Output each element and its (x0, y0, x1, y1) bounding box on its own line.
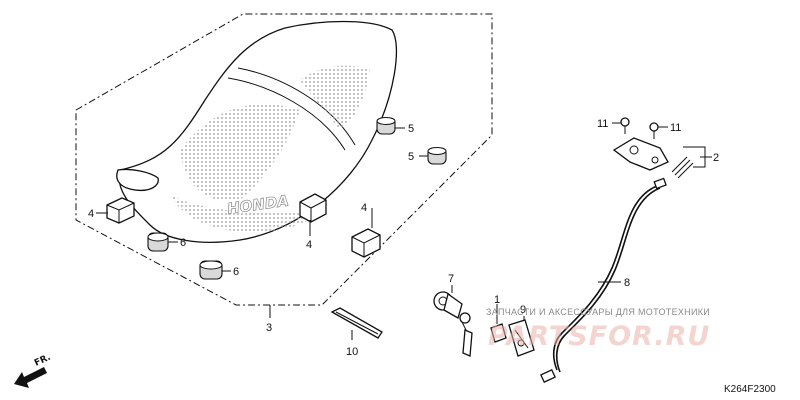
seat-assembly[interactable]: HONDA (116, 20, 398, 243)
callout-5-lower: 5 (408, 151, 414, 163)
callout-2: 2 (713, 152, 719, 164)
callout-11-right: 11 (670, 122, 681, 134)
seat-rubber-left[interactable] (106, 197, 135, 224)
seat-lock-cylinder[interactable] (433, 291, 473, 357)
bolt-left[interactable] (620, 117, 630, 134)
watermark-tagline: ЗАПЧАСТИ И АКСЕССУАРЫ ДЛЯ МОТОТЕХНИКИ (486, 307, 710, 317)
diagram-code: K264F2300 (724, 384, 776, 395)
lock-bracket[interactable] (508, 319, 535, 357)
callout-1: 1 (494, 294, 500, 306)
cushion-left-lower[interactable] (199, 260, 223, 280)
bolt-right[interactable] (649, 122, 659, 139)
watermark-brand: PARTSFOR.RU (488, 321, 710, 352)
callout-6-lower: 6 (233, 266, 239, 278)
callout-4-center: 4 (306, 239, 312, 251)
seat-rubber-right[interactable] (351, 228, 381, 258)
front-direction-indicator: FR. (14, 353, 52, 388)
seat-strap[interactable] (330, 307, 383, 339)
callout-4-left: 4 (88, 208, 94, 220)
cushion-left-upper[interactable] (147, 232, 169, 252)
callout-11-left: 11 (597, 118, 608, 130)
callout-3: 3 (266, 322, 272, 334)
lock-collar[interactable] (490, 323, 507, 343)
cushion-lower[interactable] (427, 147, 447, 165)
callout-6-upper: 6 (180, 237, 186, 249)
seat-rubber-center[interactable] (299, 193, 327, 223)
assembly-boundary (75, 13, 493, 306)
callout-9: 9 (520, 304, 526, 316)
callout-4-right: 4 (361, 202, 367, 214)
callout-10: 10 (346, 346, 358, 358)
callout-7: 7 (448, 273, 454, 285)
leader-lines (96, 122, 712, 340)
front-label: FR. (33, 353, 52, 369)
seat-lock-cable[interactable] (540, 177, 667, 384)
seat-catch-hook[interactable] (612, 137, 694, 179)
callout-8: 8 (624, 277, 630, 289)
callout-5-upper: 5 (408, 123, 414, 135)
cushion-upper[interactable] (376, 117, 396, 135)
